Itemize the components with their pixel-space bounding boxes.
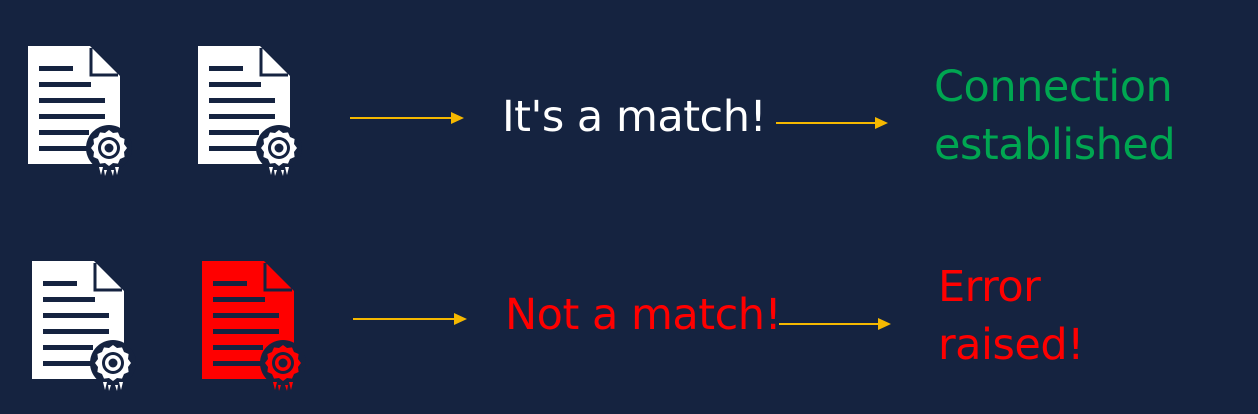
arrow-icon bbox=[353, 312, 468, 326]
result-line-2: raised! bbox=[938, 320, 1084, 370]
result-line-1: Connection bbox=[934, 62, 1173, 112]
error-result-label: Error raised! bbox=[938, 258, 1084, 374]
certificate-document-icon bbox=[25, 44, 135, 179]
certificate-document-icon bbox=[195, 44, 305, 179]
arrow-icon bbox=[776, 116, 889, 130]
match-verdict-label: It's a match! bbox=[502, 92, 767, 142]
result-line-1: Error bbox=[938, 262, 1041, 312]
mismatched-certificate-icon bbox=[199, 259, 309, 394]
result-line-2: established bbox=[934, 120, 1176, 170]
mismatch-verdict-label: Not a match! bbox=[505, 290, 782, 340]
certificate-document-icon bbox=[29, 259, 139, 394]
arrow-icon bbox=[350, 111, 465, 125]
connection-result-label: Connection established bbox=[934, 58, 1176, 174]
arrow-icon bbox=[779, 317, 892, 331]
